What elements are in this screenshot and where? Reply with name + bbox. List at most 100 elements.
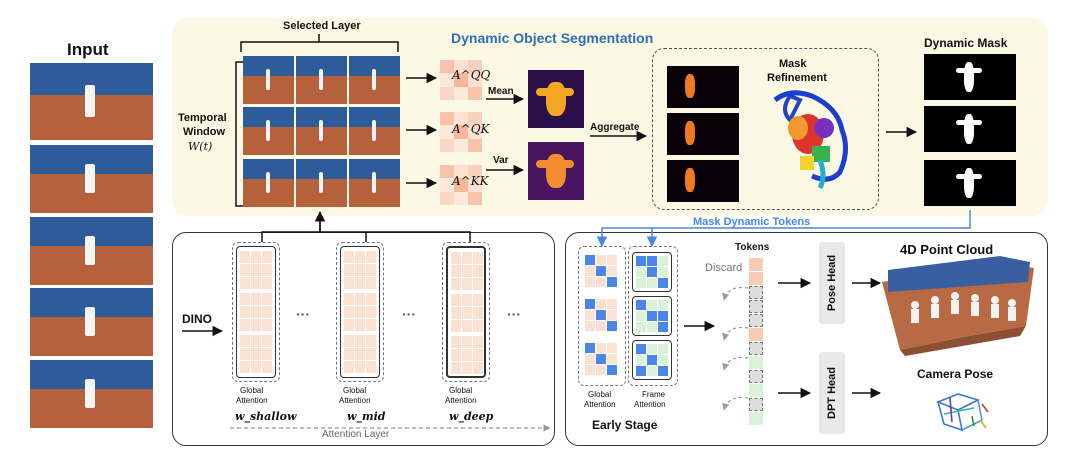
early-cell xyxy=(585,266,595,276)
refined-heatmap-1 xyxy=(667,66,739,108)
player-shape xyxy=(371,69,377,90)
attention-cell xyxy=(451,336,461,348)
point-cloud-title: 4D Point Cloud xyxy=(900,242,994,257)
attention-column xyxy=(236,246,276,378)
selected-layer-bracket xyxy=(240,41,399,52)
matrix-cell xyxy=(440,60,454,74)
ellipsis-3: ··· xyxy=(507,306,521,322)
early-cell xyxy=(596,277,606,287)
early-cell xyxy=(585,299,595,309)
pose-head-box xyxy=(819,242,845,324)
attention-cell xyxy=(462,349,472,361)
early-cell xyxy=(596,255,606,265)
attention-cell xyxy=(451,278,461,290)
matrix-cell xyxy=(440,191,454,205)
token-cell xyxy=(749,342,763,355)
early-cell xyxy=(636,300,646,310)
temporal-label-2: Window xyxy=(183,126,226,138)
attention-cell xyxy=(366,319,376,331)
attention-cell xyxy=(451,294,461,306)
attention-cell xyxy=(240,277,250,289)
mean-label: Mean xyxy=(488,86,514,97)
token-cell xyxy=(749,286,763,299)
attention-cell xyxy=(462,336,472,348)
mask-arm xyxy=(956,174,982,179)
tokens-label: Tokens xyxy=(735,242,770,253)
attention-cell xyxy=(262,319,272,331)
early-cell xyxy=(636,311,646,321)
attention-cell xyxy=(462,307,472,319)
attention-cell xyxy=(344,361,354,373)
dpt-head-box xyxy=(819,352,845,434)
early-cell xyxy=(607,365,617,375)
early-stage-label: Early Stage xyxy=(592,418,658,432)
attention-column-outline xyxy=(232,242,280,382)
attention-cell xyxy=(262,361,272,373)
refinement-figure xyxy=(773,90,848,190)
ellipsis-1: ··· xyxy=(296,306,310,322)
matrix-cell xyxy=(454,125,468,139)
early-block xyxy=(582,340,622,380)
attention-cell xyxy=(240,335,250,347)
layer-patch xyxy=(243,56,294,104)
attention-cell xyxy=(355,264,365,276)
early-cell xyxy=(636,278,646,288)
sky-band xyxy=(296,159,347,180)
attention-cell xyxy=(462,252,472,264)
token-cell xyxy=(749,272,763,285)
attention-cell xyxy=(366,293,376,305)
sky-band xyxy=(349,56,400,77)
player-shape xyxy=(318,69,324,90)
attention-cell xyxy=(262,277,272,289)
early-cell xyxy=(596,365,606,375)
matrix-cell xyxy=(468,178,482,192)
attention-cell xyxy=(355,361,365,373)
matrix-cell xyxy=(440,112,454,126)
attention-cell xyxy=(473,307,483,319)
player-shape xyxy=(85,164,96,193)
early-cell xyxy=(585,255,595,265)
early-block xyxy=(632,296,672,336)
early-cell xyxy=(647,322,657,332)
attention-block xyxy=(451,294,483,332)
token-cell xyxy=(749,398,763,411)
dynamic-mask-1 xyxy=(924,54,1016,100)
early-cell xyxy=(647,355,657,365)
player-shape xyxy=(371,120,377,141)
token-cell xyxy=(749,356,763,369)
attention-block xyxy=(240,335,272,373)
matrix-cell xyxy=(468,73,482,87)
early-cell xyxy=(658,256,668,266)
frame-attn-label-2: Attention xyxy=(634,400,666,409)
early-cell xyxy=(596,310,606,320)
attention-cell xyxy=(344,319,354,331)
sky-band xyxy=(243,107,294,128)
sky-band xyxy=(296,56,347,77)
input-frame xyxy=(30,360,153,428)
attention-cell xyxy=(240,293,250,305)
attention-column xyxy=(446,246,486,378)
input-frame xyxy=(30,217,153,285)
attention-cell xyxy=(240,251,250,263)
temporal-window-symbol: W(t) xyxy=(188,140,213,153)
early-cell xyxy=(658,278,668,288)
attention-column xyxy=(340,246,380,378)
attention-cell xyxy=(344,251,354,263)
matrix-cell xyxy=(468,138,482,152)
dino-col3-label-2: Attention xyxy=(445,396,477,405)
layer-patch xyxy=(296,107,347,155)
early-block xyxy=(632,252,672,292)
attention-cell xyxy=(473,294,483,306)
attention-block xyxy=(451,336,483,374)
player-shape xyxy=(318,120,324,141)
matrix-cell xyxy=(468,60,482,74)
sky-band xyxy=(243,159,294,180)
attention-cell xyxy=(355,306,365,318)
layer-patch xyxy=(243,107,294,155)
matrix-cell xyxy=(440,138,454,152)
w-mid-label: w_mid xyxy=(347,410,386,423)
early-cell xyxy=(636,267,646,277)
player-shape xyxy=(265,120,271,141)
early-cell xyxy=(658,300,668,310)
layer-patch xyxy=(243,159,294,207)
